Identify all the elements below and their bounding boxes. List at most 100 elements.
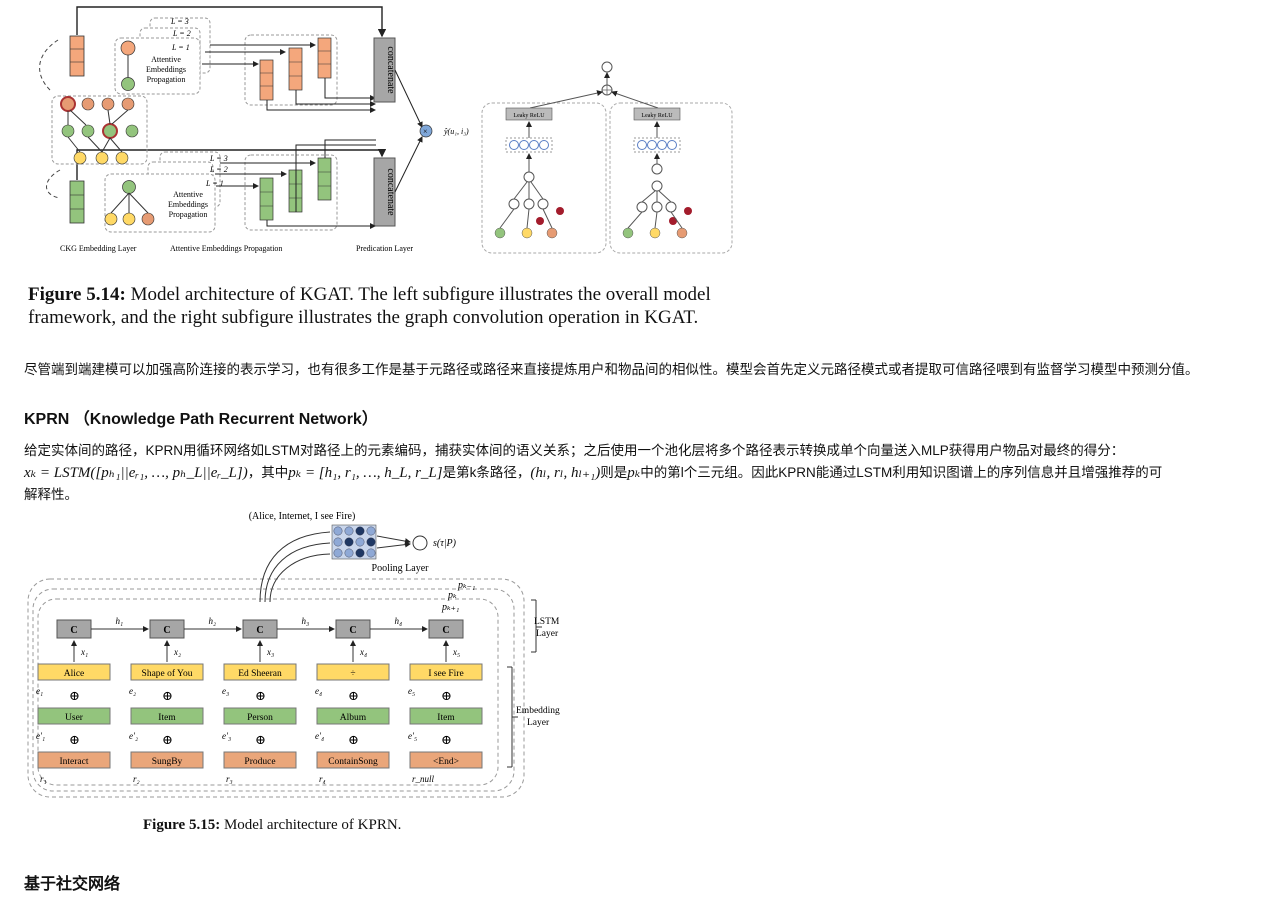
r-label: r₄ bbox=[319, 774, 326, 784]
gc-left: Leaky ReLU bbox=[494, 107, 564, 239]
type-label: Album bbox=[340, 713, 367, 723]
e-label: e₁ bbox=[36, 686, 43, 696]
r-label: r_null bbox=[412, 774, 435, 784]
relation-box bbox=[223, 751, 297, 769]
score-label: ŷ(u₁, i₃) bbox=[443, 127, 469, 136]
type-box bbox=[130, 707, 204, 725]
entity-box bbox=[130, 663, 204, 681]
input-label: x₅ bbox=[452, 647, 460, 657]
svg-text:Attentive: Attentive bbox=[173, 190, 203, 199]
lstm-cell-label: C bbox=[349, 625, 356, 636]
kgat-caption-text: Model architecture of KGAT. The left sub… bbox=[28, 284, 711, 328]
embedding-layer-label-1: Embedding bbox=[516, 706, 560, 716]
relation-label: Produce bbox=[244, 757, 275, 767]
pooling-cell bbox=[333, 548, 343, 558]
pooling-cell bbox=[344, 526, 354, 536]
type-box bbox=[37, 707, 111, 725]
embedding-layer-label-2: Layer bbox=[527, 718, 550, 728]
pooling-cell bbox=[366, 548, 376, 558]
hidden-label: h₂ bbox=[209, 616, 217, 626]
svg-text:Propagation: Propagation bbox=[169, 210, 208, 219]
gc-right: Leaky ReLU bbox=[622, 107, 692, 239]
r-label: r₃ bbox=[226, 774, 233, 784]
oplus-icon: ⊕ bbox=[348, 688, 359, 703]
relation-label: SungBy bbox=[152, 757, 183, 767]
label-l3: L = 3 bbox=[170, 17, 189, 26]
svg-text:L = 3: L = 3 bbox=[209, 154, 228, 163]
relation-label: Interact bbox=[59, 757, 88, 767]
svg-text:×: × bbox=[423, 127, 428, 136]
kprn-caption-text: Model architecture of KPRN. bbox=[223, 817, 402, 833]
lstm-cell-5 bbox=[428, 619, 464, 639]
lstm-layer-label-1: LSTM bbox=[534, 617, 560, 627]
paragraph-intro: 尽管端到端建模可以加强高阶连接的表示学习，也有很多工作是基于元路径或路径来直接提… bbox=[24, 362, 1199, 377]
hidden-label: h₃ bbox=[302, 616, 310, 626]
pooling-cell bbox=[344, 537, 354, 547]
aep-label: Attentive Embeddings Propagation bbox=[170, 244, 282, 253]
svg-text:Embeddings: Embeddings bbox=[146, 65, 186, 74]
svg-text:L = 2: L = 2 bbox=[209, 165, 228, 174]
entity-label: Alice bbox=[64, 669, 85, 679]
label-l1: L = 1 bbox=[171, 43, 190, 52]
type-box bbox=[409, 707, 483, 725]
relation-label: <End> bbox=[433, 757, 459, 767]
e-label: e₂ bbox=[129, 686, 136, 696]
pooling-cell bbox=[366, 537, 376, 547]
hidden-label: h₁ bbox=[116, 616, 124, 626]
entity-label: I see Fire bbox=[428, 669, 463, 679]
pred-label: Predication Layer bbox=[356, 244, 413, 253]
pooling-grid bbox=[331, 524, 377, 560]
kgat-caption-label: Figure 5.14: bbox=[28, 284, 126, 305]
pooling-cell bbox=[333, 537, 343, 547]
lstm-cell-label: C bbox=[163, 625, 170, 636]
entity-box bbox=[316, 663, 390, 681]
oplus-icon: ⊕ bbox=[255, 732, 266, 747]
oplus-icon: ⊕ bbox=[69, 732, 80, 747]
kgat-caption: Figure 5.14: Model architecture of KGAT.… bbox=[28, 283, 758, 329]
e-prime-label: e′₄ bbox=[315, 731, 324, 741]
input-label: x₂ bbox=[173, 647, 181, 657]
svg-text:L = 1: L = 1 bbox=[205, 179, 224, 188]
oplus-icon: ⊕ bbox=[441, 688, 452, 703]
pooling-cell bbox=[366, 526, 376, 536]
e-prime-label: e′₁ bbox=[36, 731, 45, 741]
oplus-icon: ⊕ bbox=[69, 688, 80, 703]
entity-label: Ed Sheeran bbox=[238, 669, 282, 679]
kprn-formula-line: xₖ = LSTM([pₕ₁||eᵣ₁, …, pₕ_L||eᵣ_L])，其中p… bbox=[24, 465, 1163, 481]
input-label: x₄ bbox=[359, 647, 367, 657]
item-embedding-stack bbox=[69, 180, 85, 224]
hidden-label: h₄ bbox=[395, 616, 403, 626]
path-k-plus-1: pₖ₊₁ bbox=[441, 602, 459, 613]
type-label: User bbox=[65, 713, 84, 723]
kprn-paragraph: 给定实体间的路径，KPRN用循环网络如LSTM对路径上的元素编码，捕获实体间的语… bbox=[24, 443, 1125, 458]
pooling-cell bbox=[355, 526, 365, 536]
relation-box bbox=[130, 751, 204, 769]
ckg-label: CKG Embedding Layer bbox=[60, 244, 137, 253]
entity-box bbox=[37, 663, 111, 681]
ckg-graph bbox=[60, 96, 139, 165]
relation-box bbox=[37, 751, 111, 769]
lstm-cell-label: C bbox=[70, 625, 77, 636]
type-label: Item bbox=[158, 713, 176, 723]
lstm-cell-label: C bbox=[256, 625, 263, 636]
lstm-layer-label-2: Layer bbox=[536, 629, 559, 639]
entity-box bbox=[409, 663, 483, 681]
svg-text:Attentive: Attentive bbox=[151, 55, 181, 64]
svg-text:Propagation: Propagation bbox=[147, 75, 186, 84]
oplus-icon: ⊕ bbox=[348, 732, 359, 747]
formula-pk: pₖ = [h₁, r₁, …, h_L, r_L] bbox=[288, 465, 443, 481]
e-label: e₅ bbox=[408, 686, 415, 696]
kprn-figure: pₖ₋₁ pₖ pₖ₊₁ (Alice, Internet, I see Fir… bbox=[27, 511, 560, 798]
formula-xk: xₖ = LSTM([pₕ₁||eᵣ₁, …, pₕ_L||eᵣ_L]) bbox=[24, 465, 248, 481]
pooling-cell bbox=[355, 537, 365, 547]
score-s: s(τ|P) bbox=[433, 538, 457, 549]
input-label: x₃ bbox=[266, 647, 274, 657]
oplus-icon: ⊕ bbox=[441, 732, 452, 747]
path-k: pₖ bbox=[447, 590, 457, 601]
e-prime-label: e′₃ bbox=[222, 731, 231, 741]
formula-triple: (hₗ, rₗ, hₗ₊₁) bbox=[530, 465, 601, 481]
pooling-cell bbox=[355, 548, 365, 558]
relation-label: ContainSong bbox=[328, 757, 378, 767]
kprn-caption: Figure 5.15: Model architecture of KPRN. bbox=[143, 817, 401, 834]
path-title: (Alice, Internet, I see Fire) bbox=[249, 511, 356, 522]
